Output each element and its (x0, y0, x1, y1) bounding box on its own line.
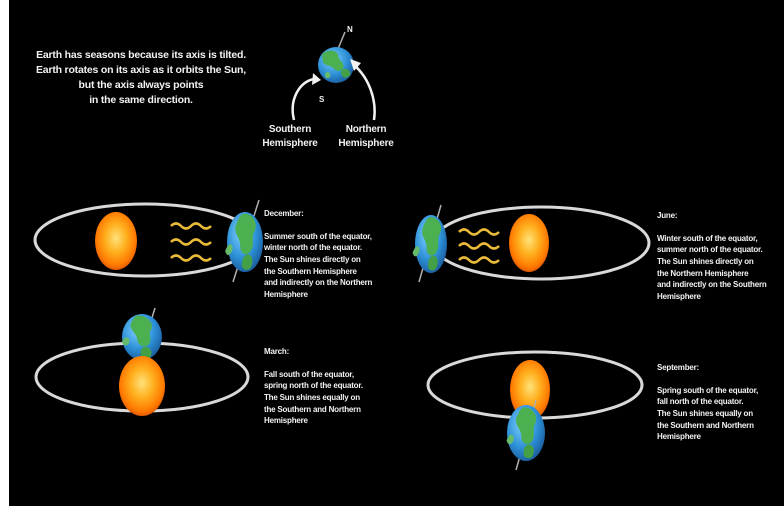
september-body: Spring south of the equator, fall north … (657, 385, 759, 442)
seasons-diagram: N S (9, 0, 784, 506)
curved-arrow-icon (353, 64, 376, 121)
march-body: Fall south of the equator, spring north … (264, 369, 363, 426)
june-title: June: (657, 210, 678, 220)
december-body: Summer south of the equator, winter nort… (264, 231, 373, 299)
sun-icon (119, 356, 165, 416)
diagram-artwork: N S (33, 25, 651, 471)
september-orbit-group (426, 350, 644, 471)
sun-icon (510, 360, 550, 420)
december-title: December: (264, 208, 304, 218)
intro-text: Earth has seasons because its axis is ti… (36, 49, 246, 106)
sun-rays-icon (458, 228, 500, 264)
sun-rays-icon (170, 222, 212, 262)
december-caption: December: Summer south of the equator, w… (264, 196, 404, 312)
june-caption: June: Winter south of the equator, summe… (657, 198, 784, 314)
top-earth-group: N S (291, 25, 376, 121)
march-caption: March: Fall south of the equator, spring… (264, 334, 404, 438)
earth-icon (119, 312, 162, 360)
september-title: September: (657, 362, 700, 372)
december-orbit-group (33, 199, 265, 283)
northern-hemisphere-label: Northern Hemisphere (338, 124, 394, 149)
arrowhead-icon (312, 73, 321, 85)
southern-hemisphere-label: Southern Hemisphere (262, 124, 318, 149)
south-pole-label: S (319, 95, 325, 104)
march-title: March: (264, 346, 290, 356)
earth-icon (317, 46, 354, 85)
september-caption: September: Spring south of the equator, … (657, 350, 784, 454)
earth-icon (503, 404, 545, 461)
curved-arrow-icon (291, 77, 315, 121)
march-orbit-group (34, 307, 250, 416)
sun-icon (95, 212, 137, 270)
sun-icon (509, 214, 549, 272)
north-pole-label: N (347, 25, 353, 34)
arrowhead-icon (350, 59, 361, 71)
orbit-ellipse (33, 202, 257, 278)
june-orbit-group (409, 204, 651, 283)
june-body: Winter south of the equator, summer nort… (657, 233, 767, 301)
earth-icon (409, 214, 449, 273)
earth-icon (221, 210, 265, 272)
